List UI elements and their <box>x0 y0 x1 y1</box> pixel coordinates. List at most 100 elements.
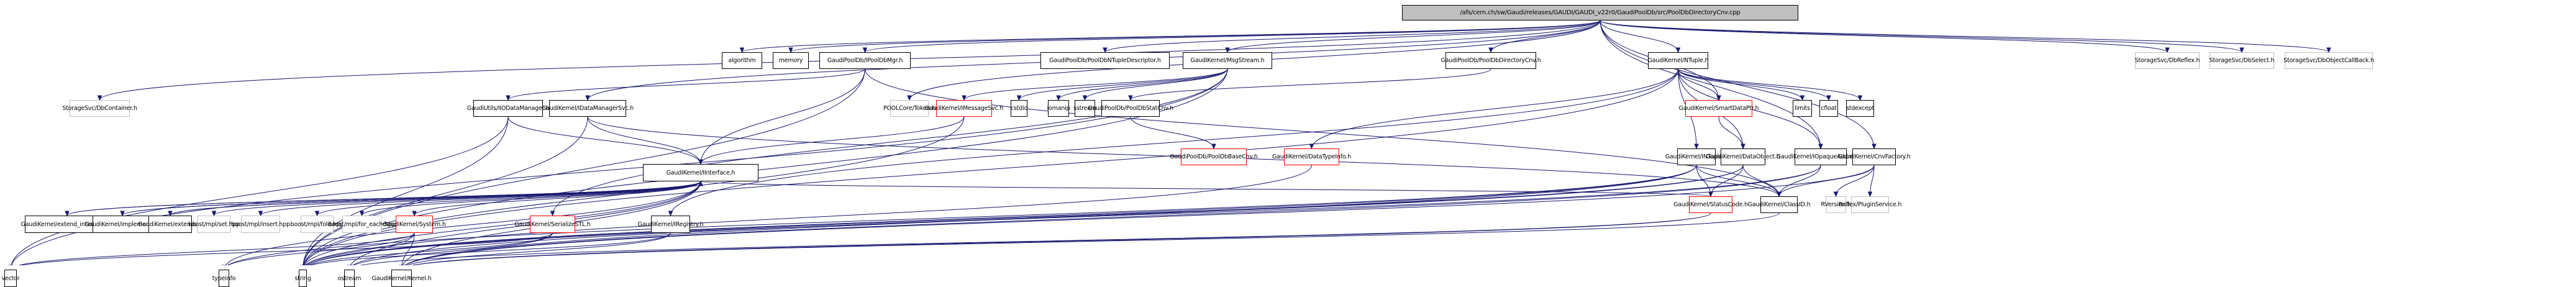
edge-NTuple-to-DataTypeInfo <box>1311 68 1678 149</box>
arrowhead-icon <box>550 211 555 217</box>
node-smartdataptr[interactable]: GaudiKernel/SmartDataPtr.h <box>1679 100 1759 117</box>
edge-root-to-IPoolDbMgr <box>865 20 1601 53</box>
node-system[interactable]: GaudiKernel/System.h <box>383 216 446 233</box>
node-sstream[interactable]: sstream <box>1073 100 1096 117</box>
edge-IPoolDbMgr-to-IInterface <box>700 68 865 165</box>
node-label: StorageSvc/DbReflex.h <box>2134 57 2200 64</box>
node-label: GaudiPoolDb/PoolDbNTupleDescriptor.h <box>1049 57 1161 64</box>
edge-root-to-MsgStream <box>1227 20 1601 53</box>
node-label: GaudiKernel/System.h <box>383 221 446 228</box>
edge-NTuple-to-string <box>303 68 1678 265</box>
edge-IInterface-to-ostream <box>350 181 701 265</box>
arrowhead-icon <box>1867 191 1873 198</box>
arrowhead-icon <box>1128 95 1133 101</box>
edge-root-to-CnvFactory <box>1600 20 1875 149</box>
node-cfloat[interactable]: cfloat <box>1819 100 1838 117</box>
node-ipooldbmgr[interactable]: GaudiPoolDb/IPoolDbMgr.h <box>819 52 911 69</box>
node-pooldbntupledescriptor[interactable]: GaudiPoolDb/PoolDbNTupleDescriptor.h <box>1040 52 1170 69</box>
arrowhead-icon <box>907 95 912 101</box>
node-cnvfactory[interactable]: GaudiKernel/CnvFactory.h <box>1838 148 1911 165</box>
node-iopaqueaddress[interactable]: GaudiKernel/IOpaqueAddress.h <box>1777 148 1865 165</box>
node-dbobjectcallback: StorageSvc/DbObjectCallBack.h <box>2283 52 2374 69</box>
node-label: iomanip <box>1047 105 1070 112</box>
arrowhead-icon <box>211 211 217 217</box>
node-iinterface[interactable]: GaudiKernel/IInterface.h <box>643 164 758 181</box>
edge-DataObject-to-ostream <box>352 165 1744 265</box>
node-iiodatamanager[interactable]: GaudiUtils/IIODataManager.h <box>467 100 549 117</box>
node-label: StorageSvc/DbSelect.h <box>2209 57 2275 64</box>
node-pooldbbasecnv[interactable]: GaudiPoolDb/PoolDbBaseCnv.h <box>1170 148 1258 165</box>
node-pooldbdirectorycnv[interactable]: GaudiPoolDb/PoolDbDirectoryCnv.h <box>1440 52 1541 69</box>
arrowhead-icon <box>314 211 320 217</box>
node-iregistry[interactable]: GaudiKernel/IRegistry.h <box>638 216 704 233</box>
node-label: memory <box>778 57 803 64</box>
edge-INTuple-to-Kernel <box>404 165 1697 265</box>
edge-IInterface-to-mpl_for_each <box>362 181 701 216</box>
node-intuple[interactable]: GaudiKernel/INTuple.h <box>1665 148 1727 165</box>
node-dataobject[interactable]: GaudiKernel/DataObject.h <box>1706 148 1780 165</box>
node-label: GaudiPoolDb/PoolDbStatCnv.h <box>1088 105 1173 112</box>
edge-IInterface-to-System <box>414 181 701 216</box>
edge-MsgStream-to-IMessageSvc <box>963 68 1228 101</box>
node-rversion: RVersion.h <box>1821 196 1851 213</box>
edge-IRegistry-to-string <box>309 232 671 265</box>
node-imessagesvc[interactable]: GaudiKernel/IMessageSvc.h <box>925 100 1003 117</box>
node-algorithm[interactable]: algorithm <box>722 52 762 69</box>
arrowhead-icon <box>258 211 263 217</box>
node-label: vector <box>1 275 20 282</box>
edge-IDataManagerSvc-to-IInterface <box>587 116 701 165</box>
node-ostream[interactable]: ostream <box>338 270 362 287</box>
edge-root-to-NTuple <box>1600 20 1678 53</box>
node-datatypeinfo[interactable]: GaudiKernel/DataTypeInfo.h <box>1272 148 1351 165</box>
node-mpl-set: boost/mpl/set.hpp <box>188 216 240 233</box>
node-implements[interactable]: GaudiKernel/implements.h <box>84 216 160 233</box>
edge-INTuple-to-ClassID <box>1696 165 1780 197</box>
node-kernel[interactable]: GaudiKernel/Kernel.h <box>372 270 432 287</box>
edge-CnvFactory-to-Kernel <box>404 165 1875 265</box>
node-extends[interactable]: GaudiKernel/extends.h <box>138 216 203 233</box>
node-cstdio[interactable]: cstdio <box>1011 100 1027 117</box>
node-limits[interactable]: limits <box>1793 100 1812 117</box>
arrowhead-icon <box>862 47 868 53</box>
edge-IMessageSvc-to-IInterface <box>700 116 965 165</box>
node-label: boost/mpl/for_each.hpp <box>328 221 396 228</box>
node-typeinfo[interactable]: typeinfo <box>212 270 235 287</box>
node-ntuple[interactable]: GaudiKernel/NTuple.h <box>1648 52 1709 69</box>
node-mpl-insert: boost/mpl/insert.hpp <box>231 216 290 233</box>
arrowhead-icon <box>359 211 365 217</box>
edge-MsgStream-to-iomanip <box>1058 68 1228 101</box>
node-iomanip[interactable]: iomanip <box>1047 100 1070 117</box>
node-serializestl[interactable]: GaudiKernel/SerializeSTL.h <box>514 216 591 233</box>
edge-IPoolDbMgr-to-IIODataManager <box>507 68 865 101</box>
node-mpl-for-each: boost/mpl/for_each.hpp <box>328 216 396 233</box>
edge-MsgStream-to-string <box>303 68 1228 265</box>
node-classid[interactable]: GaudiKernel/ClassID.h <box>1748 196 1811 213</box>
node-memory[interactable]: memory <box>773 52 809 69</box>
node-vector[interactable]: vector <box>1 270 20 287</box>
arrowhead-icon <box>1872 144 1877 150</box>
node-label: GaudiKernel/extend_interfaces.h <box>20 221 114 228</box>
arrowhead-icon <box>168 211 173 217</box>
node-idatamanagersvc[interactable]: GaudiKernel/IDataManagerSvc.h <box>542 100 634 117</box>
arrowhead-icon <box>120 211 125 217</box>
node-msgstream[interactable]: GaudiKernel/MsgStream.h <box>1183 52 1272 69</box>
node-label: GaudiKernel/DataTypeInfo.h <box>1272 153 1352 160</box>
edge-NTuple-to-stdexcept <box>1678 68 1860 101</box>
edge-NTuple-to-IRegistry <box>670 68 1678 216</box>
arrowhead-icon <box>962 95 967 101</box>
node-label: cfloat <box>1821 105 1837 112</box>
edge-IRegistry-to-Kernel <box>406 232 671 265</box>
node-label: GaudiKernel/StatusCode.h <box>1673 201 1748 208</box>
edge-IOpaqueAddress-to-string <box>306 165 1821 265</box>
node-string[interactable]: string <box>294 270 311 287</box>
arrowhead-icon <box>585 95 590 101</box>
node-label: GaudiPoolDb/IPoolDbMgr.h <box>827 57 903 64</box>
node-pooldbstatcnv[interactable]: GaudiPoolDb/PoolDbStatCnv.h <box>1088 100 1173 117</box>
node-statuscode[interactable]: GaudiKernel/StatusCode.h <box>1673 196 1748 213</box>
node-dbselect: StorageSvc/DbSelect.h <box>2209 52 2275 69</box>
arrowhead-icon <box>668 211 673 217</box>
node-root[interactable]: /afs/cern.ch/sw/Gaudi/releases/GAUDI/GAU… <box>1402 5 1798 20</box>
edge-root-to-algorithm <box>742 20 1601 53</box>
node-stdexcept[interactable]: stdexcept <box>1846 100 1874 117</box>
edge-IOpaqueAddress-to-Kernel <box>404 165 1821 265</box>
